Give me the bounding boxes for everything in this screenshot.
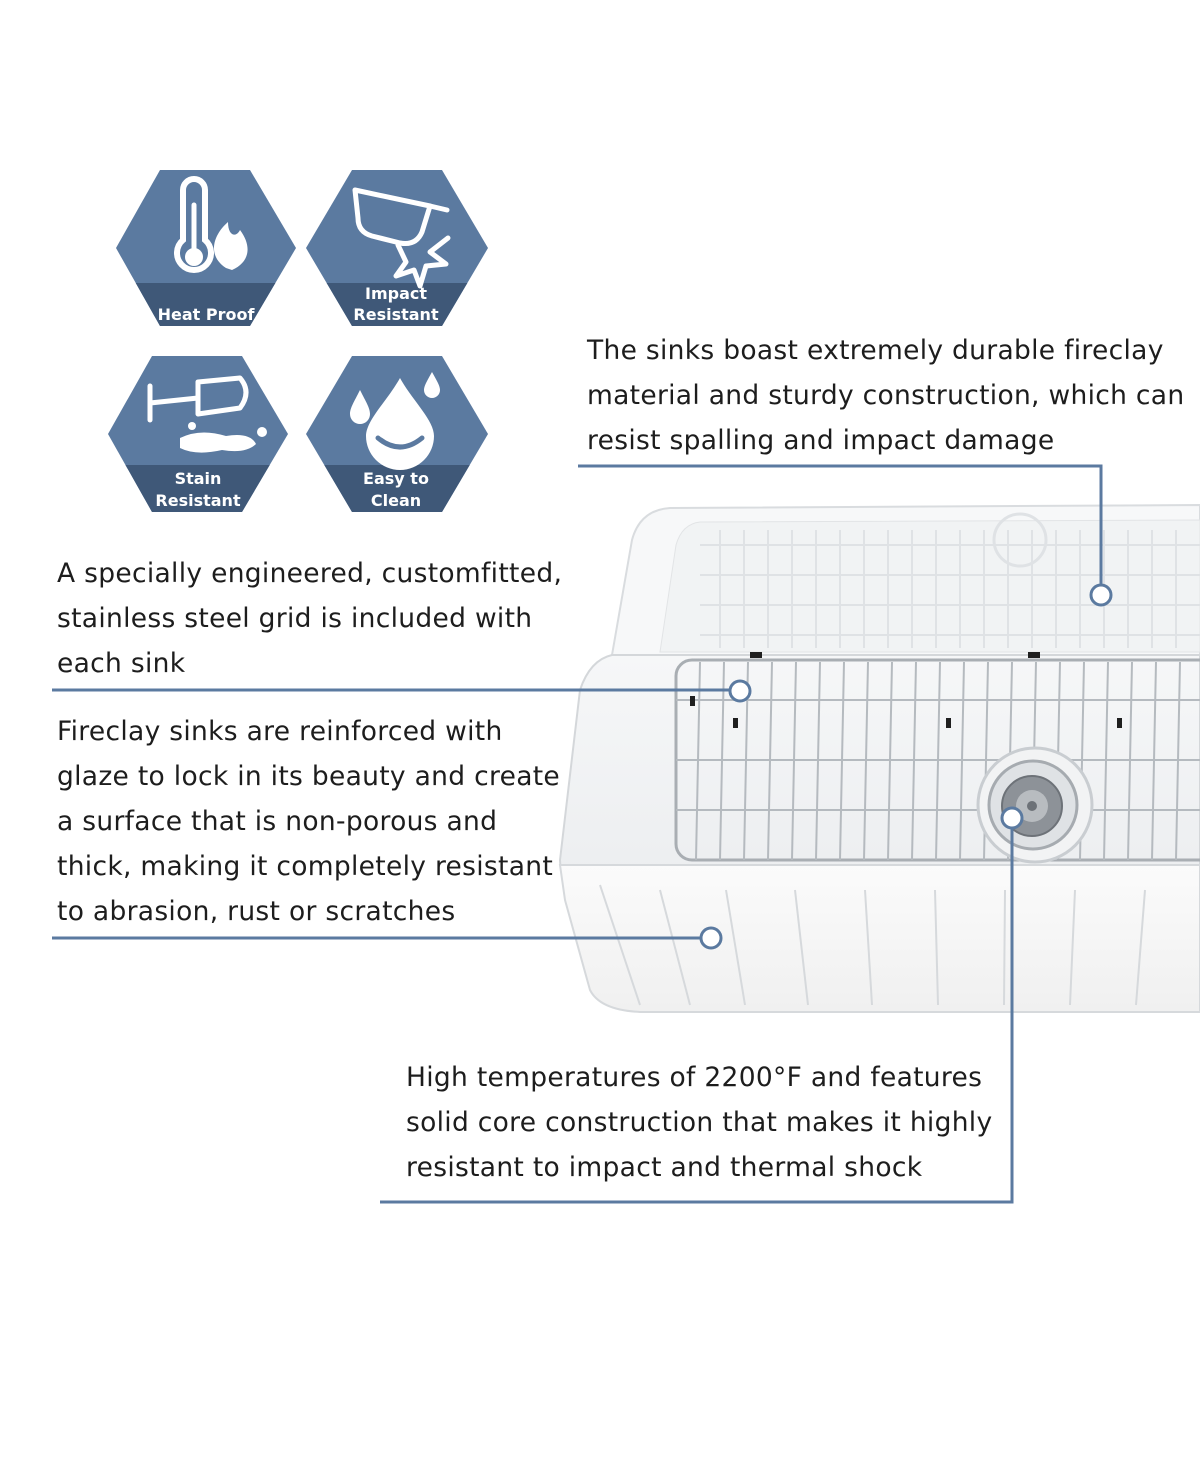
fireclay-sink xyxy=(558,503,1200,1013)
water-drops-icon xyxy=(350,372,440,470)
leader-heat-dot xyxy=(1000,806,1024,830)
callout-material-line-1: The sinks boast extremely durable firecl… xyxy=(587,335,1164,366)
leader-material xyxy=(578,464,1103,584)
callout-material: The sinks boast extremely durable firecl… xyxy=(587,328,1184,463)
callout-glaze-line-1: Fireclay sinks are reinforced with xyxy=(57,716,503,747)
badge-heat-proof-label: Heat Proof xyxy=(158,305,256,324)
callout-heat: High temperatures of 2200°F and features… xyxy=(406,1055,992,1190)
callout-glaze: Fireclay sinks are reinforced with glaze… xyxy=(57,709,560,934)
drain-reflection xyxy=(992,512,1048,568)
badge-heat-proof: Heat Proof xyxy=(116,170,296,326)
badge-easy-to-clean-label-2: Clean xyxy=(371,491,421,510)
callout-grid-line-2: stainless steel grid is included with xyxy=(57,603,533,634)
leader-glaze-dot xyxy=(699,926,723,950)
callout-material-line-2: material and sturdy construction, which … xyxy=(587,380,1185,411)
badge-stain-resistant: Stain Resistant xyxy=(108,356,288,512)
badge-impact-resistant: Impact Resistant xyxy=(306,170,488,326)
apron-fluting xyxy=(599,884,1146,1006)
badge-easy-to-clean: Easy to Clean xyxy=(306,356,488,512)
callout-grid-line-1: A specially engineered, customfitted, xyxy=(57,558,563,589)
callout-glaze-line-4: thick, making it completely resistant xyxy=(57,851,554,882)
stainless-steel-grid xyxy=(674,652,1200,862)
badge-stain-resistant-label-2: Resistant xyxy=(155,491,241,510)
leader-heat xyxy=(380,828,1014,1204)
callout-heat-line-3: resistant to impact and thermal shock xyxy=(406,1152,923,1183)
sink-apron xyxy=(558,864,1200,1013)
callout-material-line-3: resist spalling and impact damage xyxy=(587,425,1055,456)
callout-heat-line-1: High temperatures of 2200°F and features xyxy=(406,1062,983,1093)
badge-impact-resistant-label-2: Resistant xyxy=(353,305,439,324)
leader-lines xyxy=(52,464,1113,1204)
callout-glaze-line-2: glaze to lock in its beauty and create xyxy=(57,761,561,792)
back-grid-reflection xyxy=(700,544,1200,636)
leader-grid-dot xyxy=(728,679,752,703)
callout-grid-line-3: each sink xyxy=(57,648,186,679)
thermometer-flame-icon xyxy=(174,176,248,273)
pan-impact-icon xyxy=(352,187,451,289)
callout-glaze-line-3: a surface that is non-porous and xyxy=(57,806,498,837)
badge-impact-resistant-label-1: Impact xyxy=(365,284,427,303)
callout-glaze-line-5: to abrasion, rust or scratches xyxy=(57,896,456,927)
wine-glass-spill-icon xyxy=(147,375,267,453)
leader-material-dot xyxy=(1089,583,1113,607)
callout-grid: A specially engineered, customfitted, st… xyxy=(57,551,562,686)
badge-easy-to-clean-label-1: Easy to xyxy=(363,469,429,488)
badge-stain-resistant-label-1: Stain xyxy=(175,469,222,488)
back-grid-bars xyxy=(719,530,1177,648)
callout-heat-line-2: solid core construction that makes it hi… xyxy=(406,1107,993,1138)
sink-back-wall xyxy=(659,519,1200,653)
drain-strainer xyxy=(976,746,1094,864)
